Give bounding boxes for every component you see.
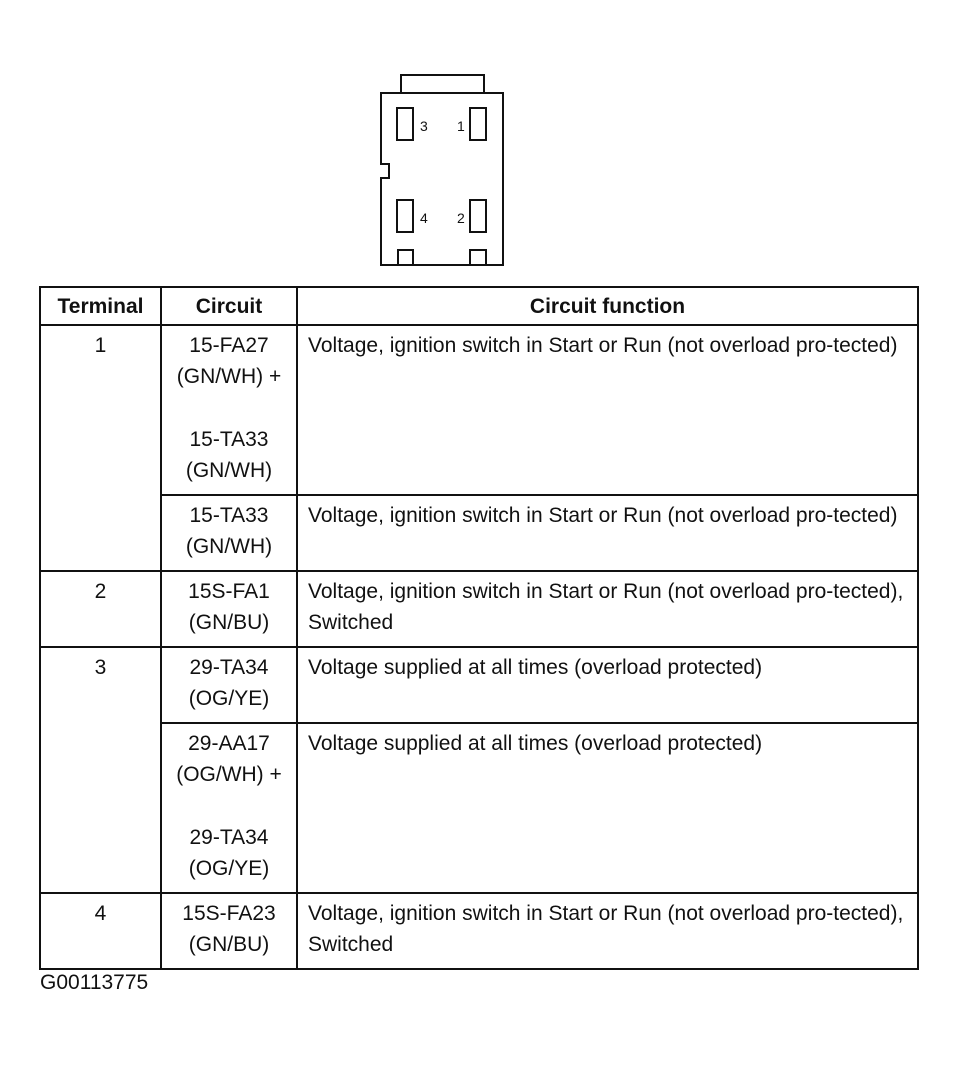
wire-color: (GN/WH) xyxy=(185,459,273,482)
wire-color: (OG/YE) xyxy=(188,857,270,880)
circuit-id: 15-TA33 xyxy=(189,504,269,527)
function-cell: Voltage, ignition switch in Start or Run… xyxy=(296,892,919,970)
wire-color: (GN/BU) xyxy=(188,611,270,634)
connector-locking-tab xyxy=(400,74,485,93)
wire-color: (GN/WH) xyxy=(185,535,273,558)
connector-face-diagram: 3 1 4 2 xyxy=(380,74,504,266)
circuit-cell: 29-AA17 (OG/WH) + 29-TA34 (OG/YE) xyxy=(160,722,298,894)
function-cell: Voltage, ignition switch in Start or Run… xyxy=(296,494,919,572)
table-row: 3 29-TA34 (OG/YE) Voltage supplied at al… xyxy=(39,646,919,894)
table-row: 4 15S-FA23 (GN/BU) Voltage, ignition swi… xyxy=(39,892,919,970)
header-circuit: Circuit xyxy=(160,286,298,326)
wire-color: (GN/WH) + xyxy=(176,365,282,388)
figure-id: G00113775 xyxy=(40,971,149,994)
table-row: 1 15-FA27 (GN/WH) + 15-TA33 (GN/WH) Volt… xyxy=(39,324,919,572)
connector-body-outline xyxy=(380,92,504,266)
pin-label-3: 3 xyxy=(420,118,428,134)
wire-color: (OG/WH) + xyxy=(176,763,282,786)
table-row: 15-TA33 (GN/WH) Voltage, ignition switch… xyxy=(40,494,919,572)
terminal-cell: 2 xyxy=(39,570,162,648)
function-cell: Voltage, ignition switch in Start or Run… xyxy=(296,324,919,496)
terminal-cell: 1 xyxy=(39,324,162,572)
circuit-id: 29-TA34 xyxy=(189,656,269,679)
wire-color: (GN/BU) xyxy=(188,933,270,956)
pin-cavity-3 xyxy=(396,107,414,141)
function-cell: Voltage, ignition switch in Start or Run… xyxy=(296,570,919,648)
terminal-cell: 4 xyxy=(39,892,162,970)
function-cell: Voltage supplied at all times (overload … xyxy=(296,646,919,724)
circuit-cell: 15S-FA1 (GN/BU) xyxy=(160,570,298,648)
pinout-table: Terminal Circuit Circuit function 1 15-F… xyxy=(39,286,919,970)
table-row: 29-AA17 (OG/WH) + 29-TA34 (OG/YE) Voltag… xyxy=(40,722,919,894)
header-circuit-function: Circuit function xyxy=(296,286,919,326)
pin-cavity-1 xyxy=(469,107,487,141)
header-terminal: Terminal xyxy=(39,286,162,326)
pin-label-4: 4 xyxy=(420,210,428,226)
pin-label-2: 2 xyxy=(457,210,465,226)
circuit-id: 15S-FA1 xyxy=(188,580,270,603)
wire-color: (OG/YE) xyxy=(188,687,270,710)
pin-label-1: 1 xyxy=(457,118,465,134)
circuit-id: 29-AA17 xyxy=(188,732,270,755)
circuit-id: 15S-FA23 xyxy=(182,902,276,925)
table-row: 2 15S-FA1 (GN/BU) Voltage, ignition swit… xyxy=(39,570,919,648)
connector-foot-left xyxy=(397,249,414,265)
terminal-cell: 3 xyxy=(39,646,162,894)
circuit-id: 29-TA34 xyxy=(189,826,269,849)
circuit-cell: 15-TA33 (GN/WH) xyxy=(160,494,298,572)
circuit-cell: 15-FA27 (GN/WH) + 15-TA33 (GN/WH) xyxy=(160,324,298,496)
circuit-cell: 15S-FA23 (GN/BU) xyxy=(160,892,298,970)
circuit-id: 15-FA27 xyxy=(189,334,269,357)
function-cell: Voltage supplied at all times (overload … xyxy=(296,722,919,894)
connector-foot-right xyxy=(469,249,487,265)
circuit-id: 15-TA33 xyxy=(189,428,269,451)
circuit-cell: 29-TA34 (OG/YE) xyxy=(160,646,298,724)
pin-cavity-4 xyxy=(396,199,414,233)
pin-cavity-2 xyxy=(469,199,487,233)
table-header-row: Terminal Circuit Circuit function xyxy=(39,286,919,326)
